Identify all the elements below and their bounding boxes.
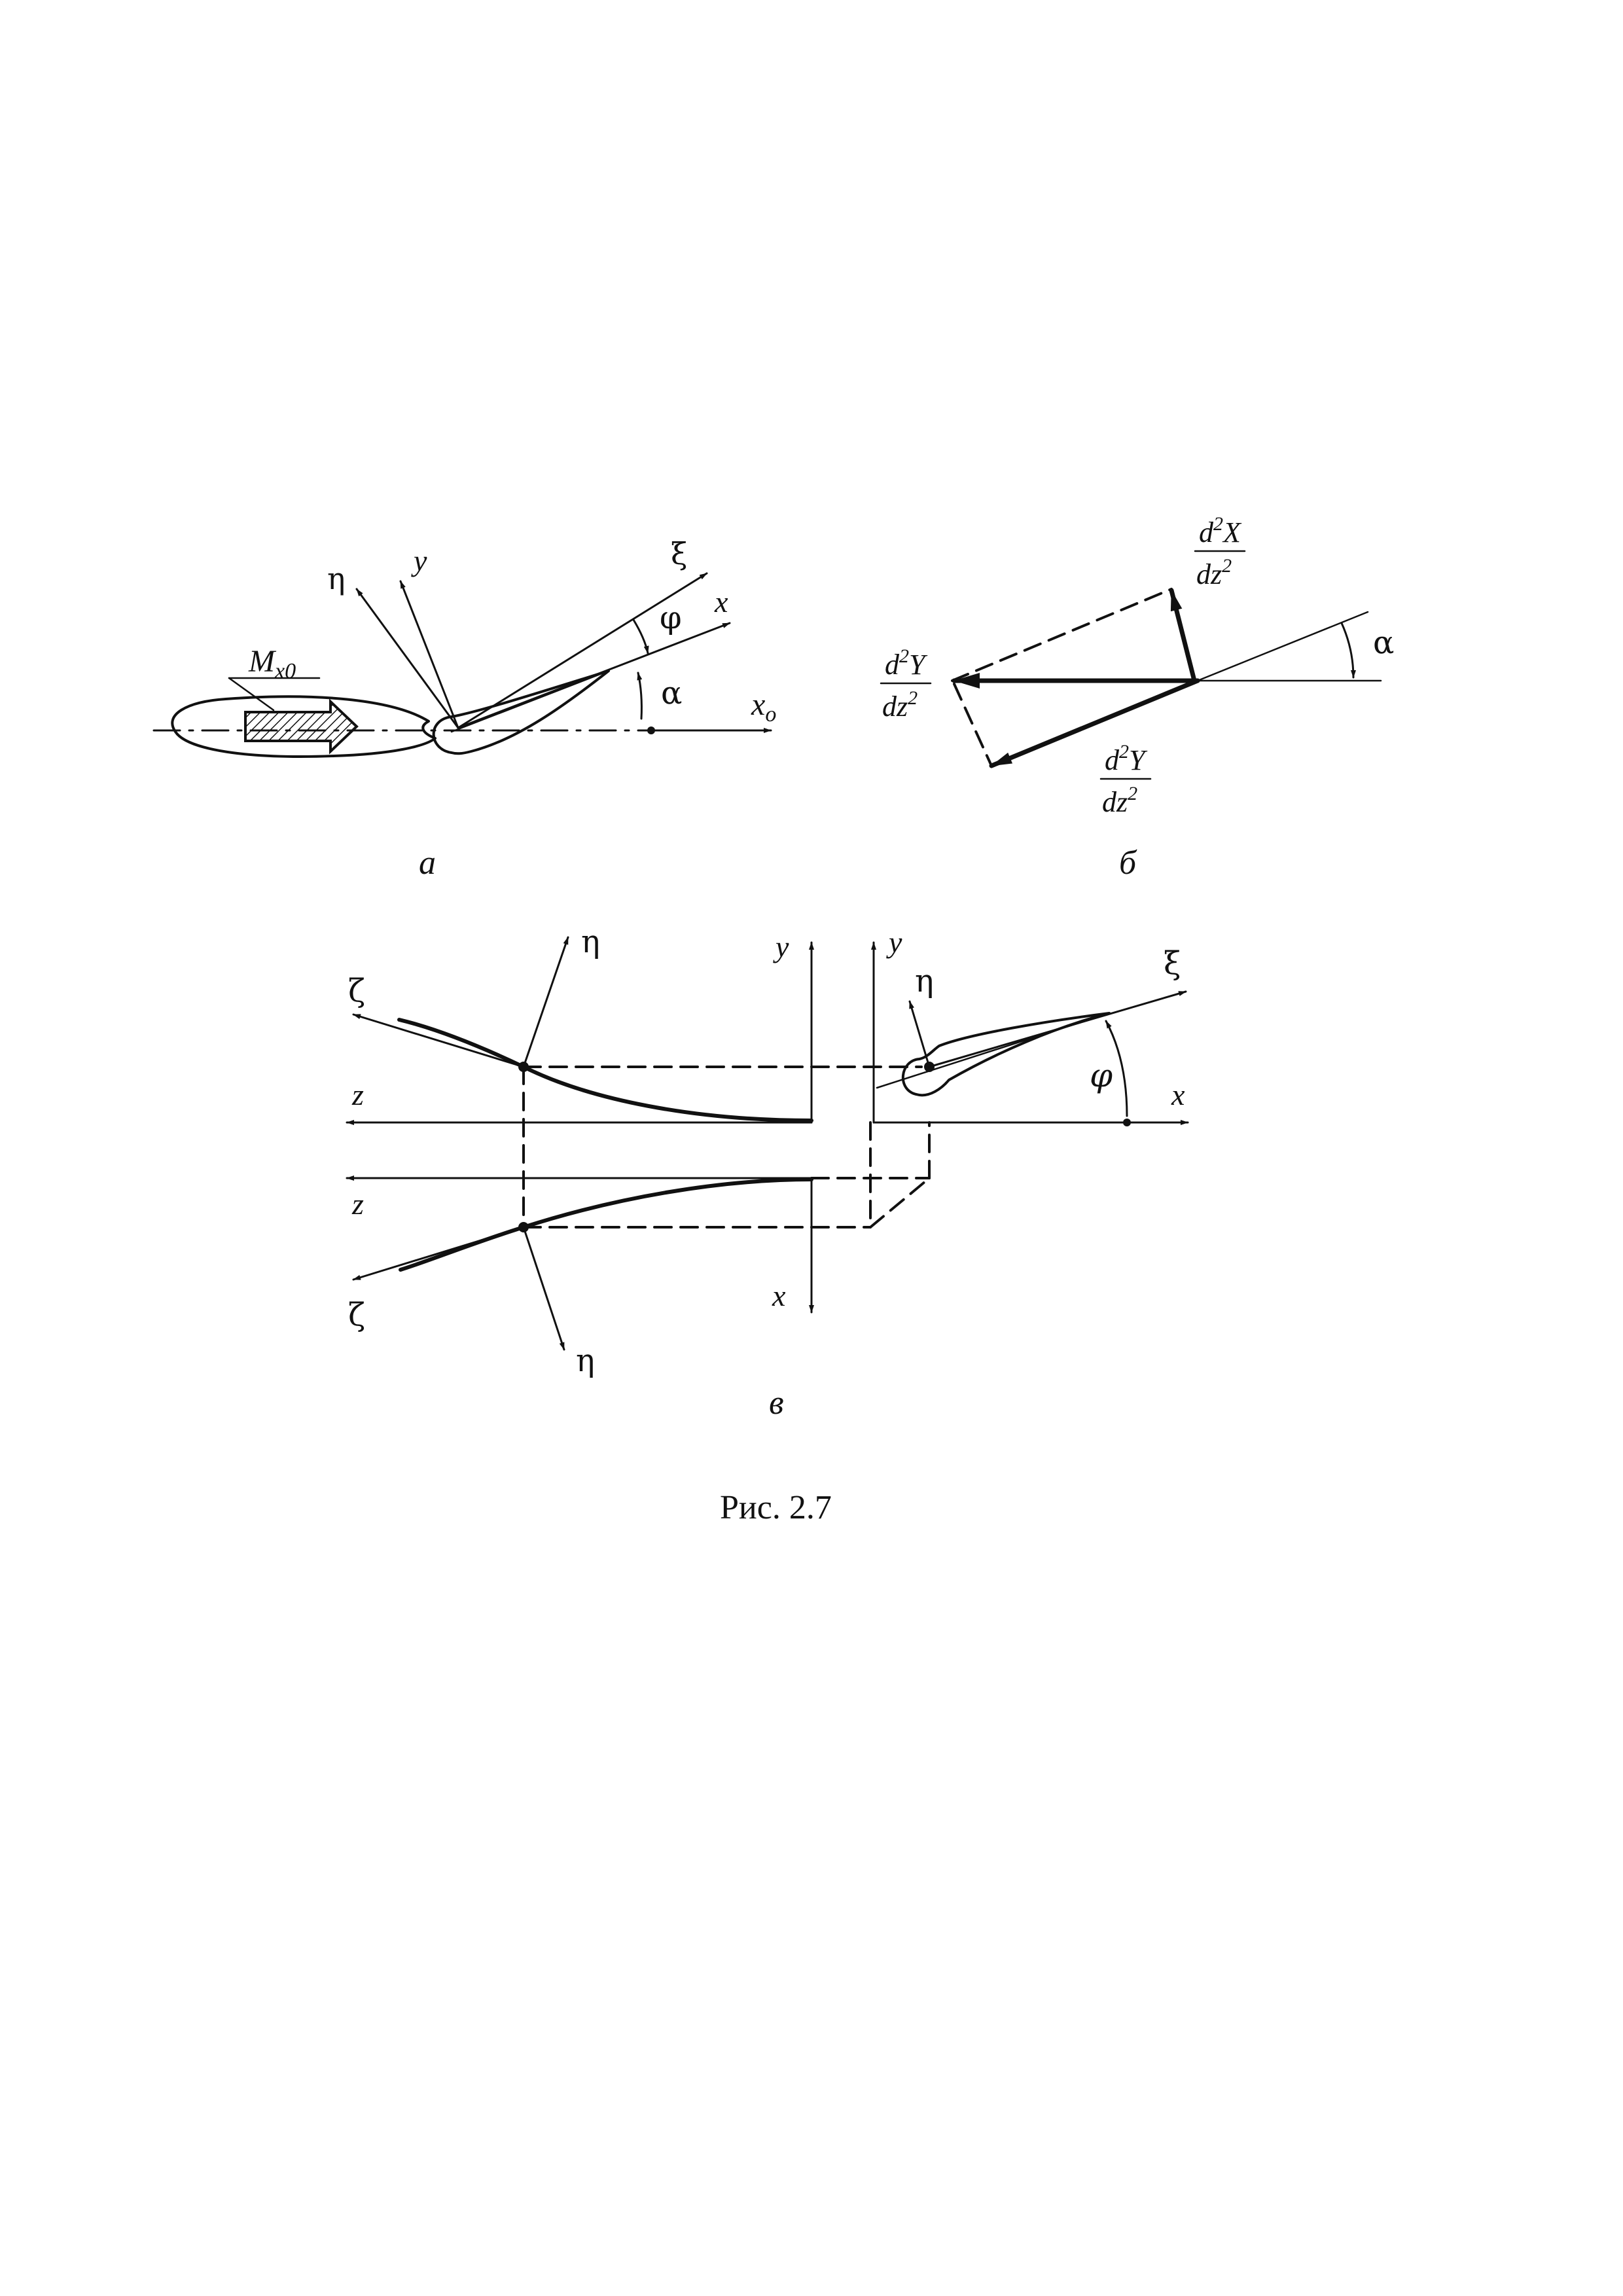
bottom-x-label: x [772, 1279, 786, 1312]
phi-label-a: φ [660, 600, 682, 636]
top-elastic-curve [397, 1018, 813, 1122]
alpha-label-a: α [661, 675, 682, 711]
vector-d2X [1169, 588, 1197, 683]
x-axis-a [457, 622, 731, 729]
bottom-eta-label: η [576, 1342, 595, 1379]
panel-a-label: а [419, 844, 436, 882]
alpha-label-b: α [1373, 624, 1394, 661]
top-z-label: z [351, 1078, 364, 1111]
fuselage-body [171, 695, 437, 758]
projection-lines [522, 1066, 931, 1229]
wing-root-section [432, 670, 610, 755]
alpha-vertex-point [647, 726, 655, 734]
panel-b-label: б [1119, 844, 1137, 882]
alpha-arc-a [637, 672, 643, 720]
moment-arrow [244, 698, 359, 755]
svg-text:d2Y: d2Y [1105, 741, 1148, 776]
fraction-d2X-dz2: d2X dz2 [1194, 513, 1246, 590]
panel-a: Mx0 η y ξ x φ α xo а [152, 536, 776, 882]
wing-chord-line [450, 670, 610, 733]
bottom-z-label: z [351, 1187, 364, 1221]
top-eta-label: η [581, 924, 600, 960]
svg-text:dz2: dz2 [1196, 555, 1232, 590]
eta-label-a: η [327, 561, 346, 596]
figure-caption: Рис. 2.7 [720, 1489, 832, 1526]
panel-v: ζ η z y z ζ η x y η ξ φ x в [346, 924, 1189, 1422]
right-phi-label: φ [1090, 1056, 1113, 1094]
panel-v-label: в [769, 1384, 784, 1422]
y-label-a: y [411, 544, 427, 577]
top-zeta-axis [352, 1013, 525, 1068]
svg-text:dz2: dz2 [1102, 783, 1137, 818]
fraction-d2Y-dz2-left: d2Y dz2 [880, 645, 932, 723]
right-airfoil-section [901, 1012, 1111, 1097]
right-xi-label: ξ [1164, 945, 1181, 982]
x0-label-a: xo [751, 687, 776, 726]
top-zeta-label: ζ [348, 973, 365, 1009]
right-x-point [1123, 1119, 1131, 1126]
moment-label: Mx0 [248, 644, 296, 683]
top-y-label: y [773, 930, 789, 963]
right-y-label: y [886, 925, 902, 959]
x-label-a: x [714, 585, 728, 619]
right-phi-arc [1105, 1020, 1128, 1117]
bottom-eta-axis [522, 1226, 565, 1351]
alpha-ref-line [1196, 611, 1369, 682]
svg-text:dz2: dz2 [882, 687, 918, 723]
dashed-side-top [951, 588, 1173, 682]
panel-b: d2X dz2 d2Y dz2 d2Y dz2 α б [880, 513, 1394, 882]
right-x-label: x [1171, 1078, 1185, 1111]
eta-axis-a [355, 588, 459, 729]
vector-d2Y-oblique [989, 678, 1200, 768]
bottom-zeta-label: ζ [348, 1297, 365, 1333]
right-eta-label: η [915, 963, 934, 999]
right-xi-axis [928, 990, 1187, 1068]
xi-axis-a [457, 572, 708, 729]
top-eta-axis [522, 936, 569, 1068]
xi-label-a: ξ [671, 536, 687, 571]
dashed-side-left [953, 683, 993, 767]
y-axis-a [399, 580, 459, 729]
alpha-arc-b [1340, 622, 1356, 679]
moment-leader [228, 677, 275, 711]
right-eta-axis [908, 1000, 931, 1068]
fraction-d2Y-dz2-bottom: d2Y dz2 [1099, 741, 1152, 818]
bottom-elastic-curve [399, 1177, 813, 1272]
bottom-zeta-axis [352, 1226, 525, 1281]
phi-arc-a [632, 619, 649, 655]
svg-text:d2X: d2X [1199, 513, 1242, 548]
svg-text:d2Y: d2Y [885, 645, 928, 681]
